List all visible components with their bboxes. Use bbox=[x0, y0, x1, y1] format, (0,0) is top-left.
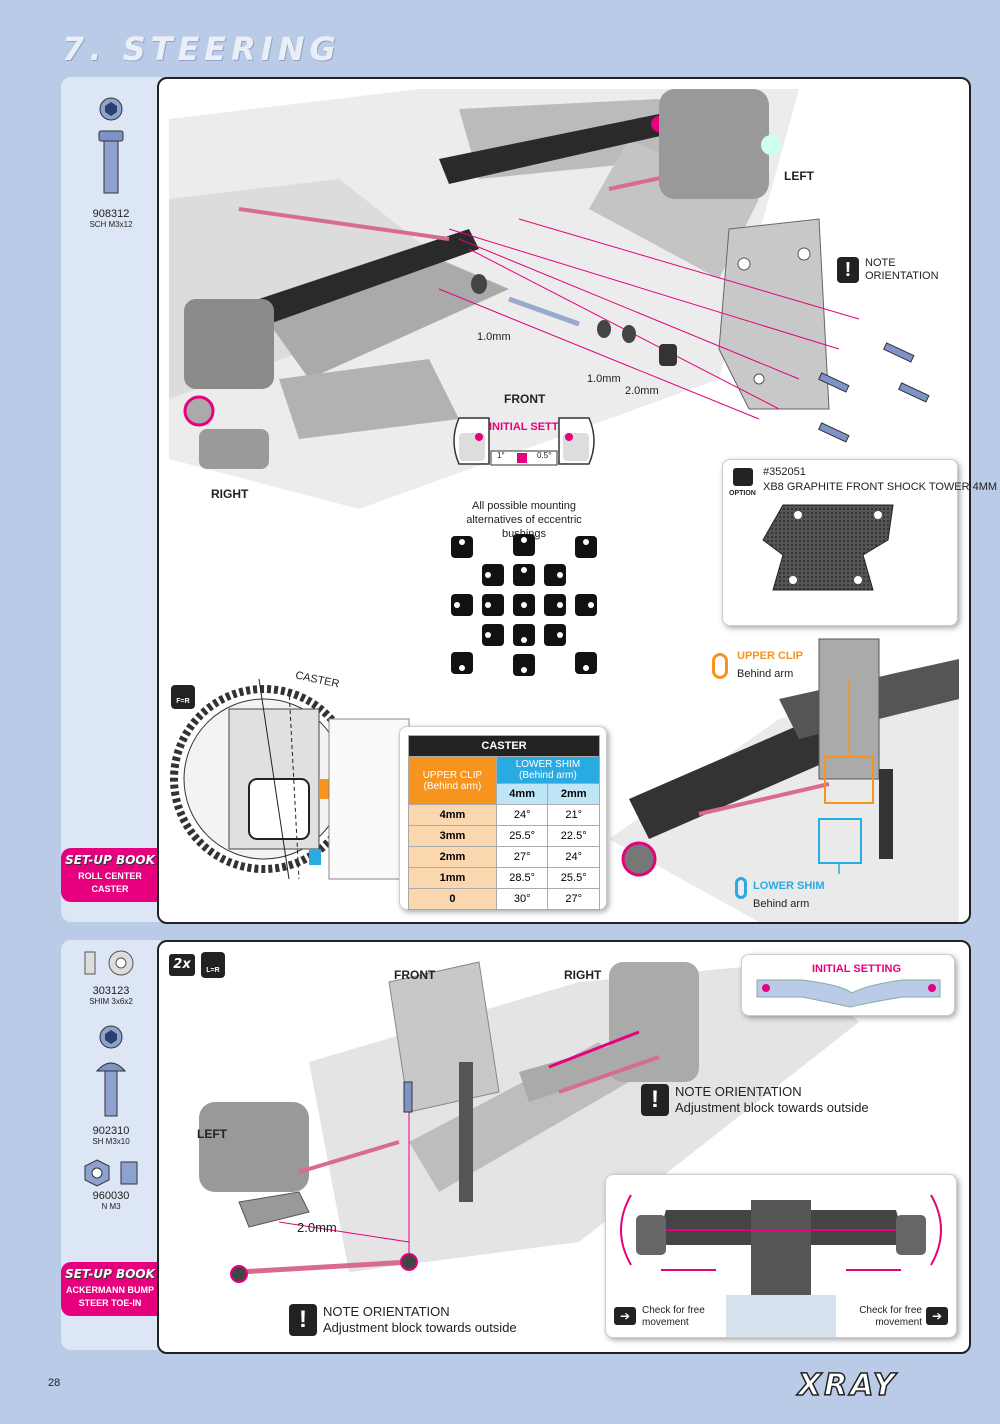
bushing-square bbox=[575, 536, 597, 558]
check-left-label: Check for free movement bbox=[642, 1305, 705, 1328]
count-badge: 2x bbox=[169, 954, 195, 976]
bushing-square bbox=[544, 624, 566, 646]
lr-symbol-icon: L=R bbox=[201, 952, 225, 978]
upper-clip-icon bbox=[712, 653, 728, 679]
brand-logo: XRAY bbox=[797, 1367, 898, 1404]
bushing-square bbox=[575, 594, 597, 616]
shim-icon bbox=[84, 950, 134, 976]
parts-sidebar-top bbox=[61, 77, 161, 922]
bushing-square bbox=[451, 594, 473, 616]
bushing-square bbox=[513, 594, 535, 616]
dim-label-2: 1.0mm bbox=[587, 373, 621, 385]
upper-clip-sub: Behind arm bbox=[737, 668, 794, 680]
setup-book-bottom[interactable]: SET-UP BOOK ACKERMANN BUMP STEER TOE-IN bbox=[61, 1262, 159, 1316]
part-908312: 908312 SCH M3x12 bbox=[89, 208, 133, 229]
option-name: XB8 GRAPHITE FRONT SHOCK TOWER 4MM bbox=[763, 481, 998, 493]
part-303123: 303123 SHIM 3x6x2 bbox=[89, 985, 133, 1006]
arrow-right-icon: ➔ bbox=[926, 1307, 948, 1325]
bushing-square bbox=[544, 564, 566, 586]
steering-check-illustration bbox=[620, 1194, 942, 1337]
steering-link-plate bbox=[756, 979, 941, 1008]
bushing-square bbox=[482, 624, 504, 646]
page-title: 7. STEERING bbox=[62, 30, 341, 68]
free-movement-box: ➔ Check for free movement Check for free… bbox=[605, 1174, 957, 1338]
label-left-2: LEFT bbox=[197, 1127, 227, 1141]
dim-label-3: 2.0mm bbox=[625, 385, 659, 397]
lower-shim-sub: Behind arm bbox=[753, 898, 810, 910]
option-code: #352051 bbox=[763, 466, 806, 478]
option-label: OPTION bbox=[729, 490, 756, 497]
warning-icon: ! bbox=[837, 257, 859, 283]
bushing-square bbox=[451, 652, 473, 674]
screw-icon bbox=[98, 97, 124, 194]
caster-table-box: CASTER UPPER CLIP (Behind arm) LOWER SHI… bbox=[399, 726, 607, 910]
col-lower-shim: LOWER SHIM (Behind arm) bbox=[495, 756, 601, 784]
shock-tower-option-image bbox=[762, 504, 894, 591]
check-right-label: Check for free movement bbox=[859, 1305, 922, 1328]
bushing-square bbox=[451, 536, 473, 558]
bushing-square bbox=[513, 534, 535, 556]
steering-panel-1: LEFT RIGHT FRONT ! NOTE ORIENTATION 1.0m… bbox=[157, 77, 997, 924]
setup-book-top[interactable]: SET-UP BOOK ROLL CENTER CASTER bbox=[61, 848, 159, 902]
col-upper-clip: UPPER CLIP (Behind arm) bbox=[408, 756, 497, 805]
chassis-illustration bbox=[169, 89, 959, 922]
label-right: RIGHT bbox=[211, 487, 249, 501]
steering-illustration bbox=[199, 961, 859, 1283]
label-front-2: FRONT bbox=[394, 968, 436, 982]
bushing-square bbox=[513, 654, 535, 676]
thumbs-up-icon bbox=[733, 468, 753, 486]
lower-shim-icon bbox=[735, 877, 747, 899]
warning-icon: ! bbox=[289, 1304, 317, 1336]
bushing-square bbox=[544, 594, 566, 616]
note-orientation: ! NOTE ORIENTATION bbox=[837, 257, 939, 283]
bushing-square bbox=[482, 564, 504, 586]
label-front: FRONT bbox=[504, 392, 546, 406]
fr-symbol-icon: F=R bbox=[171, 685, 195, 709]
upper-clip-label: UPPER CLIP bbox=[737, 650, 804, 662]
bushing-square bbox=[482, 594, 504, 616]
eccentric-bushing-grid bbox=[449, 534, 599, 676]
initial-setting-box: INITIAL SETTING bbox=[741, 954, 955, 1016]
button-head-screw-icon bbox=[95, 1025, 127, 1117]
page-number: 28 bbox=[48, 1377, 61, 1389]
sub-header: 2mm bbox=[547, 783, 600, 805]
dim-label-1: 1.0mm bbox=[477, 331, 511, 343]
part-902310: 902310 SH M3x10 bbox=[92, 1125, 130, 1146]
warning-icon: ! bbox=[641, 1084, 669, 1116]
bushing-square bbox=[575, 652, 597, 674]
label-right-2: RIGHT bbox=[564, 968, 602, 982]
sub-header: 4mm bbox=[495, 783, 549, 805]
initial-setting-bushing: INITIAL SETTING 1° 0.5° bbox=[449, 413, 599, 469]
option-box: OPTION #352051 XB8 GRAPHITE FRONT SHOCK … bbox=[722, 459, 997, 626]
bushing-square bbox=[513, 624, 535, 646]
dim-label-2mm: 2.0mm bbox=[297, 1220, 337, 1235]
part-960030: 960030 N M3 bbox=[92, 1190, 130, 1211]
caster-table-title: CASTER bbox=[408, 735, 600, 757]
label-left: LEFT bbox=[784, 169, 814, 183]
caster-table: CASTER UPPER CLIP (Behind arm) LOWER SHI… bbox=[408, 735, 601, 910]
bushing-square bbox=[513, 564, 535, 586]
lower-shim-label: LOWER SHIM bbox=[753, 880, 825, 892]
arrow-right-icon: ➔ bbox=[614, 1307, 636, 1325]
steering-panel-2: 2x L=R FRONT RIGHT LEFT INITIAL SETTING … bbox=[157, 940, 971, 1354]
nut-icon bbox=[84, 1159, 138, 1187]
